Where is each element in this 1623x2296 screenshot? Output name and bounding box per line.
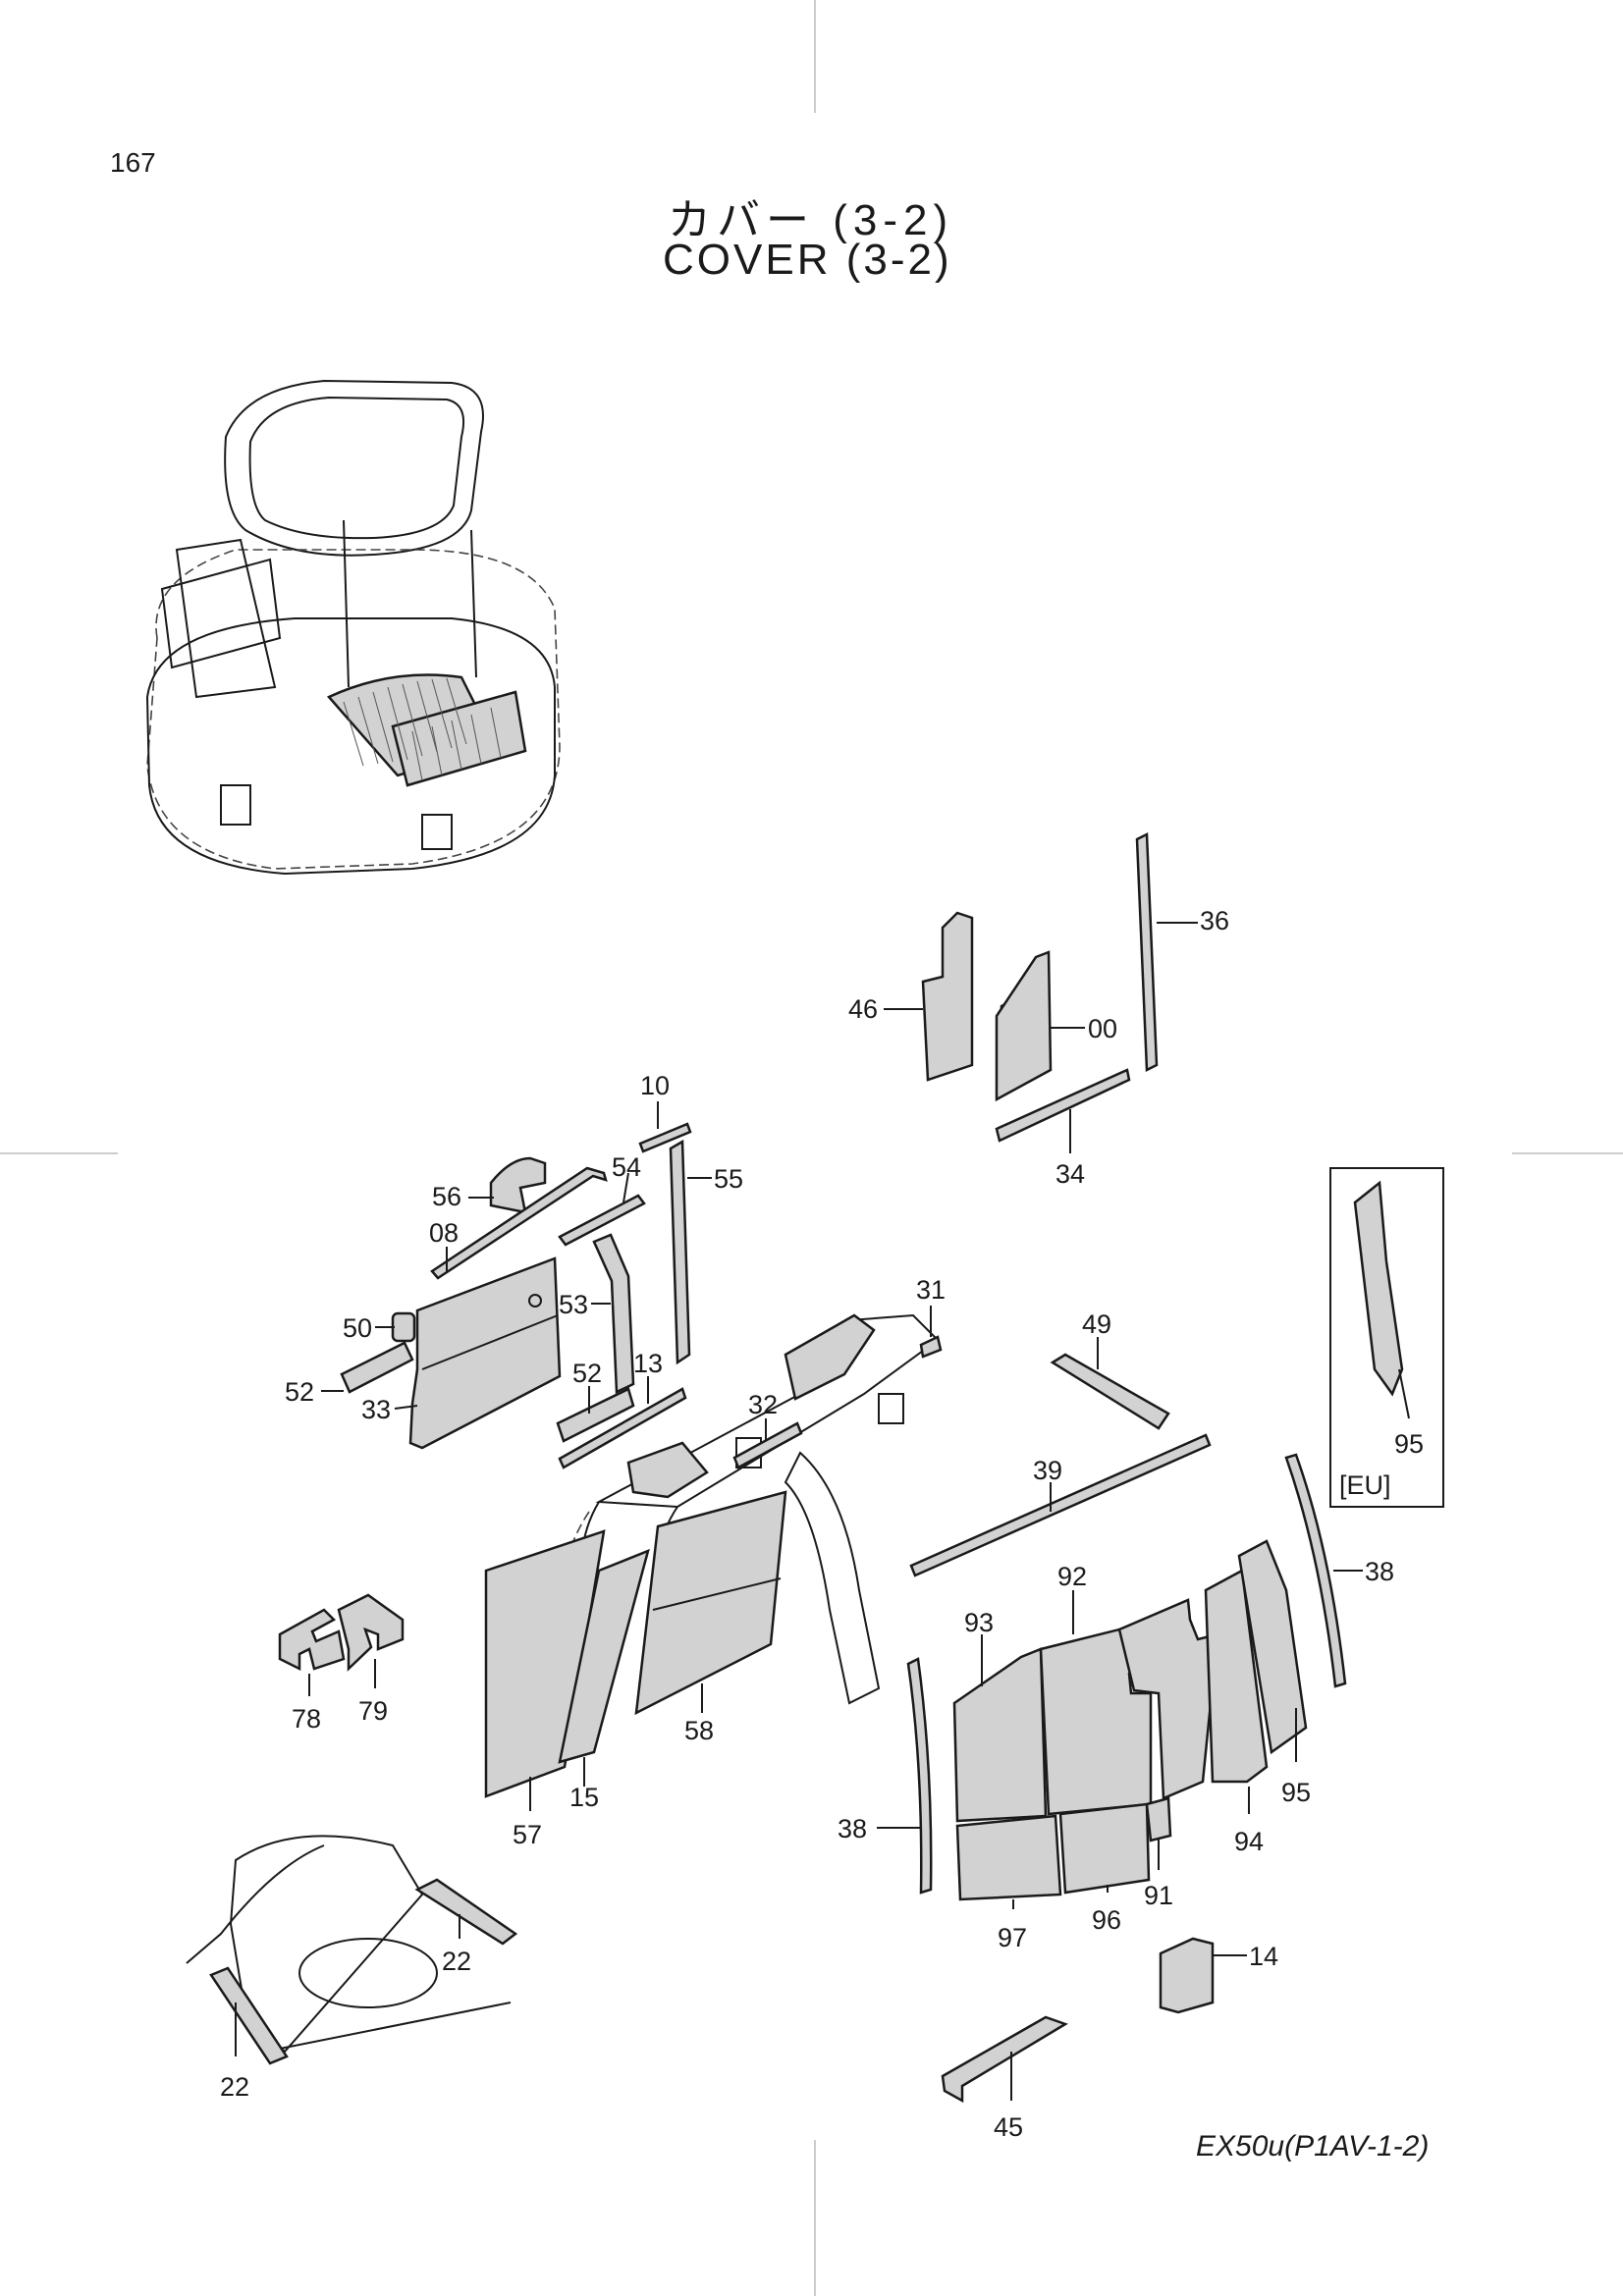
title-english: COVER (3-2) xyxy=(663,236,952,284)
callout-97: 97 xyxy=(998,1923,1027,1952)
page-number: 167 xyxy=(110,147,156,178)
callout-95-eu: 95 xyxy=(1394,1429,1424,1459)
callout-96: 96 xyxy=(1092,1905,1121,1935)
part-50: 50 xyxy=(343,1311,416,1343)
callout-50: 50 xyxy=(343,1313,372,1343)
callout-79: 79 xyxy=(358,1696,388,1726)
eu-label: [EU] xyxy=(1339,1470,1391,1500)
part-52-left: 52 xyxy=(285,1341,414,1407)
part-55: 55 xyxy=(669,1139,743,1365)
callout-54: 54 xyxy=(612,1152,641,1182)
callout-10: 10 xyxy=(640,1071,670,1100)
callout-15: 15 xyxy=(569,1783,599,1812)
callout-34: 34 xyxy=(1055,1159,1085,1189)
part-14: 14 xyxy=(1159,1937,1278,2014)
callout-58: 58 xyxy=(684,1716,714,1745)
callout-91: 91 xyxy=(1144,1881,1173,1910)
part-36: 36 xyxy=(1135,832,1229,1072)
callout-33: 33 xyxy=(361,1395,391,1424)
part-54: 54 xyxy=(558,1152,646,1247)
callout-95-main: 95 xyxy=(1281,1778,1311,1807)
part-08: 08 xyxy=(429,1166,608,1280)
callout-93: 93 xyxy=(964,1608,994,1637)
model-code: EX50u(P1AV-1-2) xyxy=(1196,2130,1430,2163)
floor-assembly: 22 22 xyxy=(186,1835,518,2102)
eu-detail-box: 95 [EU] xyxy=(1329,1167,1444,1508)
callout-39: 39 xyxy=(1033,1456,1062,1485)
part-53: 53 xyxy=(559,1233,635,1394)
part-00: 00 xyxy=(995,950,1117,1102)
callout-78: 78 xyxy=(292,1704,321,1734)
callout-00: 00 xyxy=(1088,1014,1117,1043)
callout-13: 13 xyxy=(633,1349,663,1378)
callout-92: 92 xyxy=(1057,1562,1087,1591)
callout-45: 45 xyxy=(994,2112,1023,2142)
part-58: 58 xyxy=(634,1490,787,1745)
panel-set-91-97: 93 92 95 94 91 96 97 xyxy=(952,1539,1311,1952)
callout-38-left: 38 xyxy=(838,1814,867,1843)
part-39: 39 xyxy=(909,1433,1212,1577)
title-japanese: カバー (3-2) xyxy=(668,196,954,244)
part-10: 10 xyxy=(638,1071,692,1153)
part-38-right: 38 xyxy=(1284,1453,1394,1688)
callout-94: 94 xyxy=(1234,1827,1264,1856)
part-52-right: 52 xyxy=(556,1359,635,1443)
part-56: 56 xyxy=(432,1156,547,1214)
callout-56: 56 xyxy=(432,1182,461,1211)
part-13: 13 xyxy=(558,1349,687,1469)
callout-52-left: 52 xyxy=(285,1377,314,1407)
part-31: 31 xyxy=(916,1275,946,1359)
part-49: 49 xyxy=(1050,1309,1170,1430)
callout-53: 53 xyxy=(559,1290,588,1319)
callout-52-right: 52 xyxy=(572,1359,602,1388)
part-57: 57 xyxy=(484,1529,606,1849)
callout-55: 55 xyxy=(714,1164,743,1194)
callout-49: 49 xyxy=(1082,1309,1111,1339)
part-34: 34 xyxy=(995,1068,1131,1189)
callout-36: 36 xyxy=(1200,906,1229,935)
callout-08: 08 xyxy=(429,1218,459,1248)
part-46: 46 xyxy=(848,911,974,1082)
callout-46: 46 xyxy=(848,994,878,1024)
callout-22-left: 22 xyxy=(220,2072,249,2102)
part-15: 15 xyxy=(558,1548,650,1812)
callout-57: 57 xyxy=(513,1820,542,1849)
callout-22-right: 22 xyxy=(442,1947,471,1976)
callout-14: 14 xyxy=(1249,1942,1278,1971)
part-32: 32 xyxy=(732,1390,803,1469)
part-33: 33 xyxy=(361,1256,562,1450)
callout-31: 31 xyxy=(916,1275,946,1305)
machine-overview-illustration xyxy=(145,379,561,876)
part-45: 45 xyxy=(941,2015,1068,2142)
part-38-left: 38 xyxy=(838,1657,933,1895)
callout-38-right: 38 xyxy=(1365,1557,1394,1586)
callout-32: 32 xyxy=(748,1390,778,1419)
parts-78-79: 78 79 xyxy=(278,1593,405,1734)
